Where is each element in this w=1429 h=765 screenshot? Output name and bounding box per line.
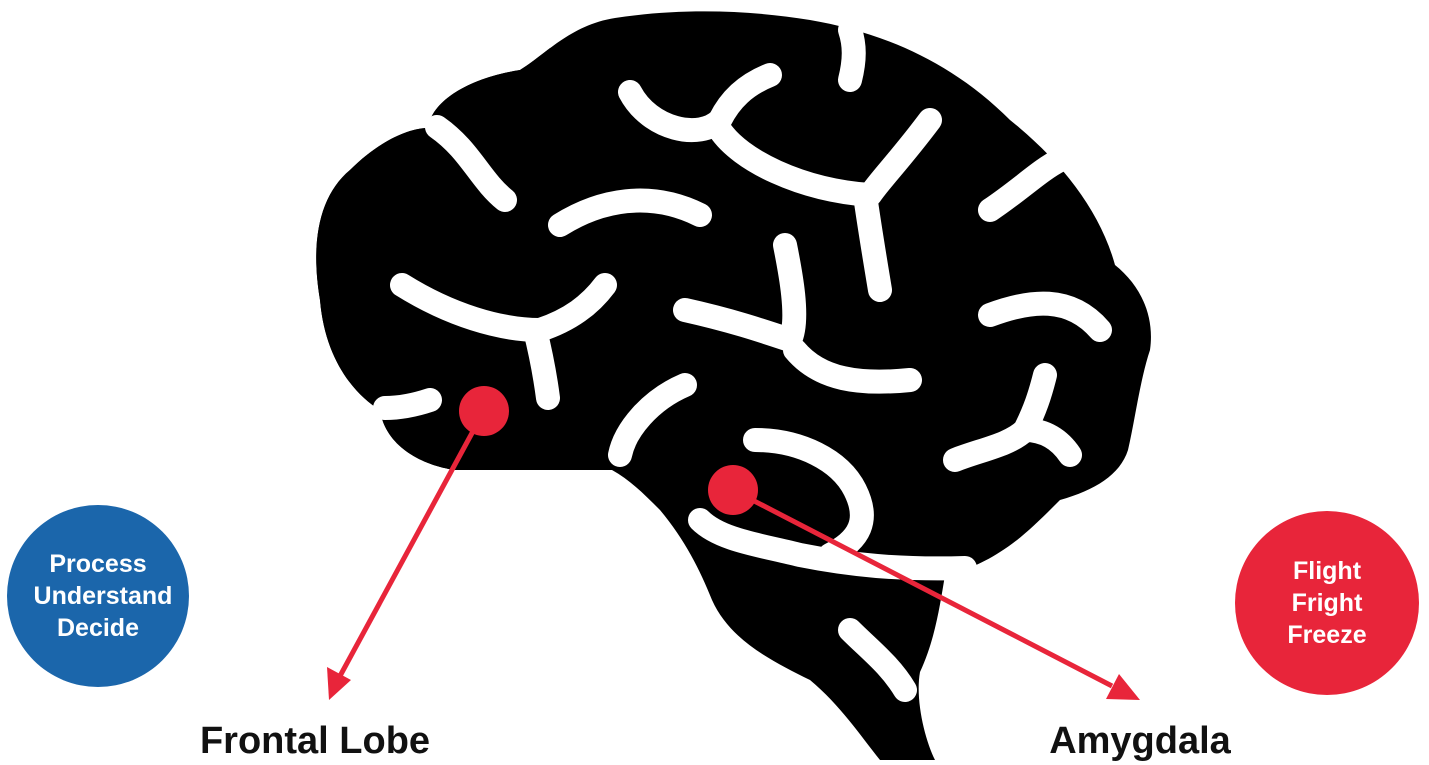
frontal-lobe-label: Frontal Lobe	[200, 720, 430, 762]
frontal-lobe-info-circle: Process Understand Decide	[7, 505, 189, 687]
brain-icon	[316, 11, 1151, 760]
blue-circle-line-3: Decide	[57, 614, 139, 642]
blue-circle-line-1: Process	[49, 550, 146, 578]
amygdala-info-circle: Flight Fright Freeze	[1235, 511, 1419, 695]
red-circle-line-3: Freeze	[1287, 621, 1366, 649]
frontal-lobe-arrow	[327, 411, 484, 700]
amygdala-label: Amygdala	[1049, 720, 1231, 762]
red-circle-line-1: Flight	[1293, 557, 1362, 585]
amygdala-marker	[708, 465, 758, 515]
blue-circle-line-2: Understand	[34, 582, 173, 610]
frontal-lobe-marker	[459, 386, 509, 436]
red-circle-line-2: Fright	[1292, 589, 1363, 617]
